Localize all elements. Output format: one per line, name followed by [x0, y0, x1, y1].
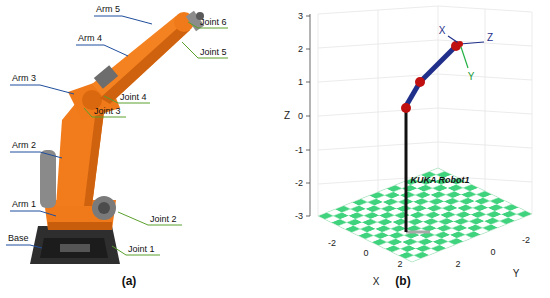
- tick-label: -2: [328, 238, 336, 248]
- tick-label: -2: [295, 178, 303, 188]
- axis-label: Y: [513, 268, 520, 280]
- model-name: KUKA Robot1: [410, 175, 469, 185]
- tick-label: 0: [298, 111, 303, 121]
- panel-label: (b): [395, 275, 410, 289]
- part-label: Joint 1: [128, 244, 155, 254]
- axis-label: X: [373, 276, 380, 288]
- tick-label: -3: [295, 211, 303, 221]
- frame-label: Y: [468, 71, 475, 83]
- part-label: Base: [8, 233, 29, 243]
- tick-label: 0: [363, 248, 368, 258]
- frame-label: X: [439, 25, 446, 37]
- tick-label: 1: [298, 77, 303, 87]
- axis-label: Z: [284, 110, 290, 122]
- part-label: Arm 5: [96, 4, 120, 14]
- part-label: Arm 4: [78, 33, 102, 43]
- tick-label: -2: [522, 235, 530, 245]
- panel-label: (a): [122, 275, 137, 289]
- tick-label: 0: [490, 247, 495, 257]
- part-label: Arm 2: [12, 140, 36, 150]
- part-label: Joint 2: [150, 214, 177, 224]
- part-label: Joint 6: [200, 17, 227, 27]
- part-label: Arm 1: [12, 199, 36, 209]
- tick-label: 2: [455, 259, 460, 269]
- part-label: Joint 4: [120, 92, 147, 102]
- part-label: Joint 5: [200, 47, 227, 57]
- frame-label: Z: [487, 32, 493, 44]
- part-label: Arm 3: [12, 73, 36, 83]
- tick-label: 2: [298, 44, 303, 54]
- tick-label: -1: [295, 145, 303, 155]
- tick-label: 3: [298, 11, 303, 21]
- tick-label: 2: [397, 259, 402, 269]
- part-label: Joint 3: [94, 106, 121, 116]
